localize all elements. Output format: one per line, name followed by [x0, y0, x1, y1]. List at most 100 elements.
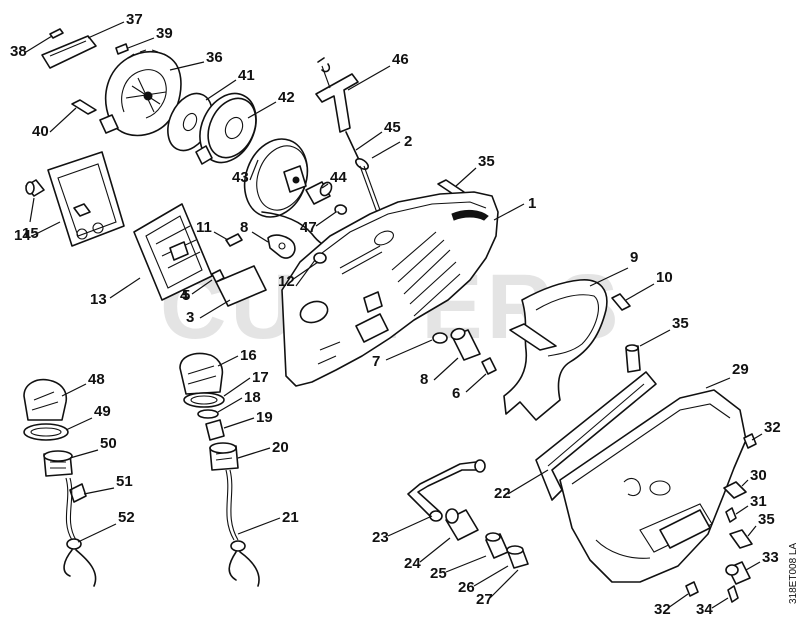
filter-part-50 [43, 450, 73, 477]
callout-leader-p8b [433, 357, 459, 381]
connector-part [445, 508, 479, 541]
filter-cover-part [47, 151, 125, 247]
callout-leader-p3 [199, 299, 231, 319]
callout-leader-p12 [291, 261, 319, 281]
rope-pulley-part [195, 92, 257, 165]
callout-leader-p23 [387, 515, 433, 537]
callout-number-p40: 40 [32, 123, 49, 140]
callout-number-p22: 22 [494, 485, 511, 502]
plate-part-5 [215, 265, 267, 307]
fan-housing-part [99, 49, 182, 137]
nut-part-30 [723, 481, 747, 499]
callout-leader-p44 [321, 183, 329, 189]
callout-leader-p16 [217, 355, 239, 367]
callout-leader-p45 [355, 131, 383, 151]
callout-leader-p32b [667, 593, 689, 609]
callout-leader-p34 [711, 597, 729, 609]
callout-leader-p17 [223, 377, 251, 397]
sprocket-cover-part [559, 389, 747, 583]
callout-leader-p6 [465, 373, 487, 393]
screw-part-10 [611, 293, 631, 311]
callout-leader-p24 [419, 537, 451, 563]
callout-number-p35a: 35 [478, 153, 495, 170]
filter-part-20 [209, 442, 239, 471]
callout-leader-p40 [49, 107, 77, 133]
callout-number-p41: 41 [238, 67, 255, 84]
callout-leader-p35a [455, 167, 477, 187]
tank-cap-part-16 [179, 352, 224, 395]
callout-number-p31: 31 [750, 493, 767, 510]
screw-part-6 [481, 357, 497, 375]
callout-leader-p38 [25, 35, 53, 53]
callout-number-p20: 20 [272, 439, 289, 456]
washer-part-7 [432, 332, 448, 344]
callout-number-p25: 25 [430, 565, 447, 582]
callout-leader-p32a [751, 433, 763, 441]
callout-number-p49: 49 [94, 403, 111, 420]
callout-leader-p26 [473, 565, 509, 587]
callout-number-p14: 14 [14, 227, 31, 244]
callout-leader-p1 [493, 203, 525, 221]
callout-leader-p27 [489, 569, 519, 599]
strap-part-21 [225, 469, 260, 587]
callout-leader-p39 [127, 37, 155, 49]
seal-ring-part-49 [23, 423, 69, 441]
callout-number-p38: 38 [10, 43, 27, 60]
callout-number-p45: 45 [384, 119, 401, 136]
callout-leader-p49 [65, 417, 93, 431]
filter-element-part [133, 203, 213, 301]
callout-leader-p33 [745, 561, 761, 571]
callout-number-p27: 27 [476, 591, 493, 608]
callout-number-p8a: 8 [240, 219, 248, 236]
ring-part-18 [197, 409, 219, 419]
tank-cap-part-48 [23, 378, 68, 421]
callout-leader-p30 [741, 479, 749, 487]
callout-number-p19: 19 [256, 409, 273, 426]
callout-number-p35b: 35 [672, 315, 689, 332]
callout-leader-p50 [69, 449, 99, 459]
callout-number-p37: 37 [126, 11, 143, 28]
callout-number-p46: 46 [392, 51, 409, 68]
callout-number-p9: 9 [630, 249, 638, 266]
callout-leader-p31 [735, 505, 749, 515]
callout-number-p3: 3 [186, 309, 194, 326]
pin-part-11 [225, 233, 243, 247]
callout-layer: 1234567889101112131415161718192021222324… [10, 11, 781, 618]
seal-ring-part-17 [183, 392, 225, 408]
callout-leader-p10 [625, 283, 655, 301]
callout-number-p16: 16 [240, 347, 257, 364]
callout-leader-p36 [169, 61, 205, 71]
callout-number-p1: 1 [528, 195, 536, 212]
spring-housing-part [243, 138, 335, 249]
callout-number-p51: 51 [116, 473, 133, 490]
drawing-code: 318ET008 LA [788, 543, 799, 604]
screw-part-32-lower [685, 581, 699, 597]
callout-number-p10: 10 [656, 269, 673, 286]
callout-leader-p7 [385, 339, 433, 361]
screw-part-31 [725, 507, 737, 523]
screw-part-39 [115, 43, 129, 55]
callout-leader-p42 [247, 101, 277, 119]
callout-number-p6: 6 [452, 385, 460, 402]
callout-leader-p35c [747, 525, 757, 537]
callout-leader-p15 [29, 197, 35, 223]
screw-part-35-middle [625, 344, 641, 373]
callout-number-p50: 50 [100, 435, 117, 452]
callout-number-p12: 12 [278, 273, 295, 290]
callout-leader-p46 [347, 65, 391, 91]
callout-number-p47: 47 [300, 219, 317, 236]
callout-leader-p43 [249, 159, 259, 181]
sleeve-part-44 [305, 181, 333, 205]
screw-part-34 [727, 585, 739, 603]
callout-number-p7: 7 [372, 353, 380, 370]
callout-leader-p13 [109, 277, 141, 299]
callout-leader-p8a [251, 231, 269, 243]
clip-part-47 [334, 204, 348, 215]
screw-part-32-upper [743, 433, 757, 449]
gasket-part [535, 371, 657, 501]
knob-part-15 [25, 179, 45, 197]
bolt-part-33 [725, 561, 751, 585]
callout-number-p43: 43 [232, 169, 249, 186]
callout-number-p23: 23 [372, 529, 389, 546]
